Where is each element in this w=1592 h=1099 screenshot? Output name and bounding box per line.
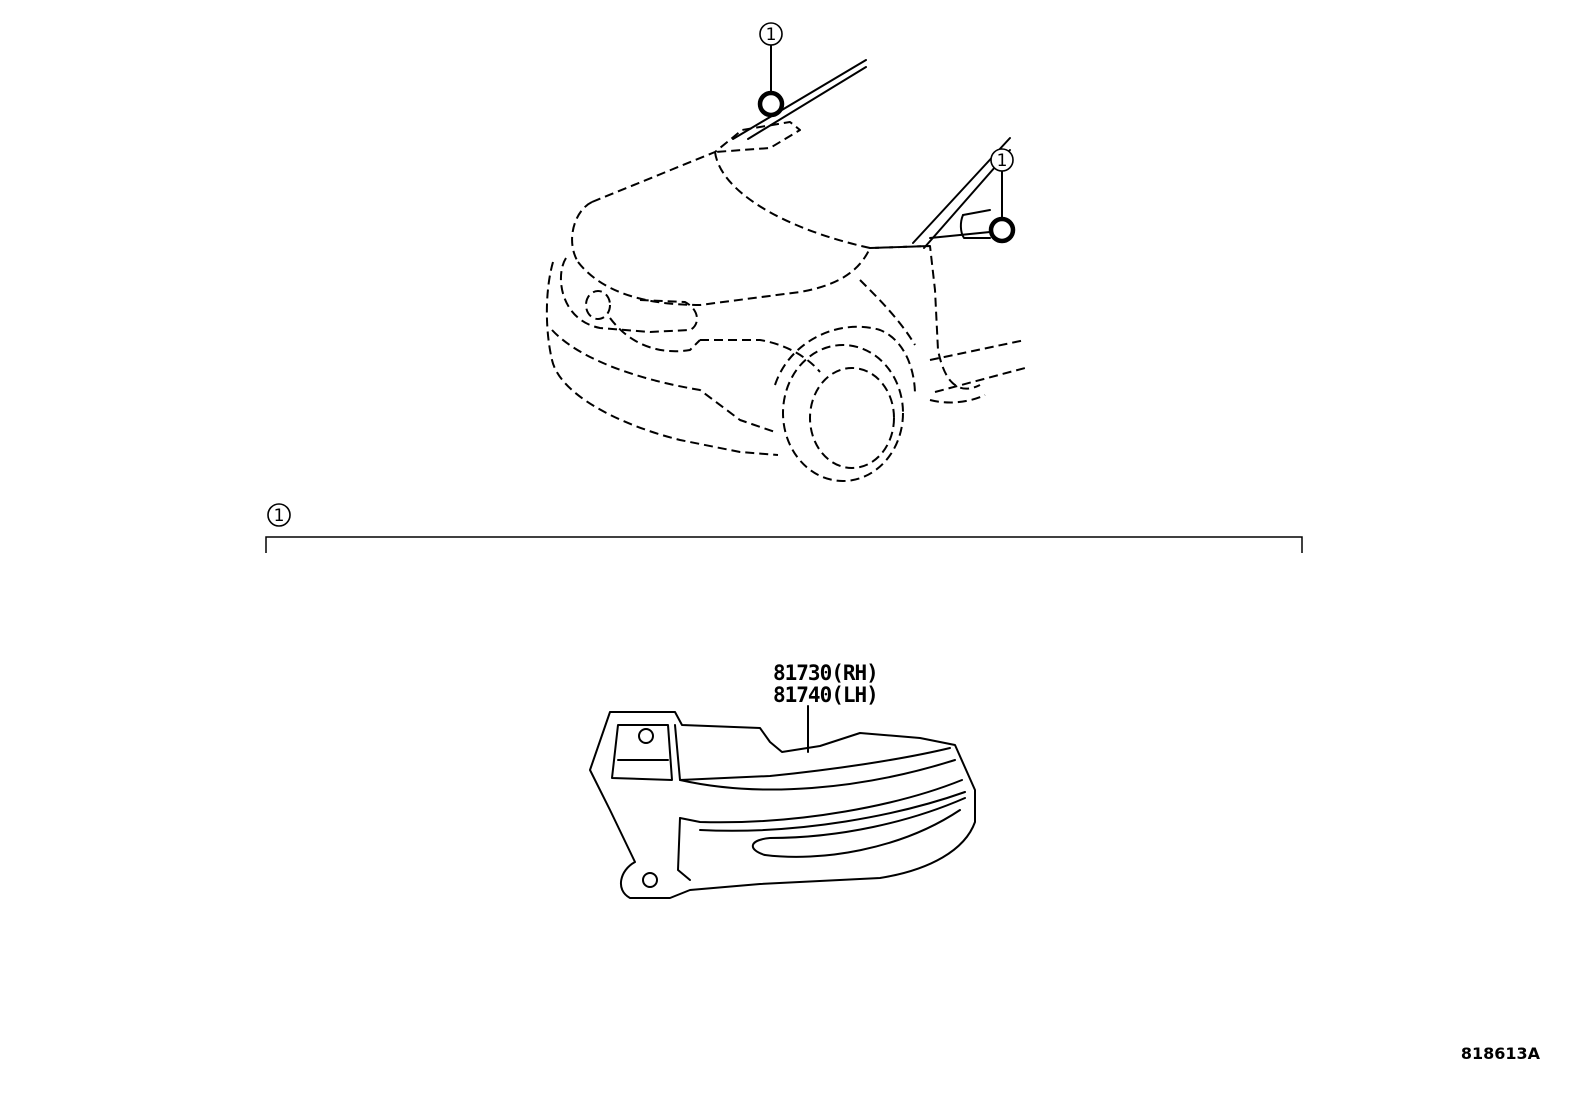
callout-top: 1: [759, 22, 783, 46]
callout-mirror-number: 1: [997, 151, 1008, 171]
part-number-lh: 81740(LH): [773, 683, 878, 707]
location-marker-top: [757, 90, 785, 118]
group-bracket: 1: [265, 503, 1303, 553]
callout-top-number: 1: [766, 25, 777, 45]
callout-bracket-number: 1: [274, 506, 285, 526]
location-marker-mirror: [988, 216, 1016, 244]
vehicle-front-illustration: [545, 59, 1026, 482]
callout-mirror: 1: [990, 148, 1014, 172]
side-turn-signal-lamp-part: [589, 711, 976, 899]
diagram-code: 818613A: [1461, 1044, 1541, 1063]
part-number-rh: 81730(RH): [773, 661, 878, 685]
